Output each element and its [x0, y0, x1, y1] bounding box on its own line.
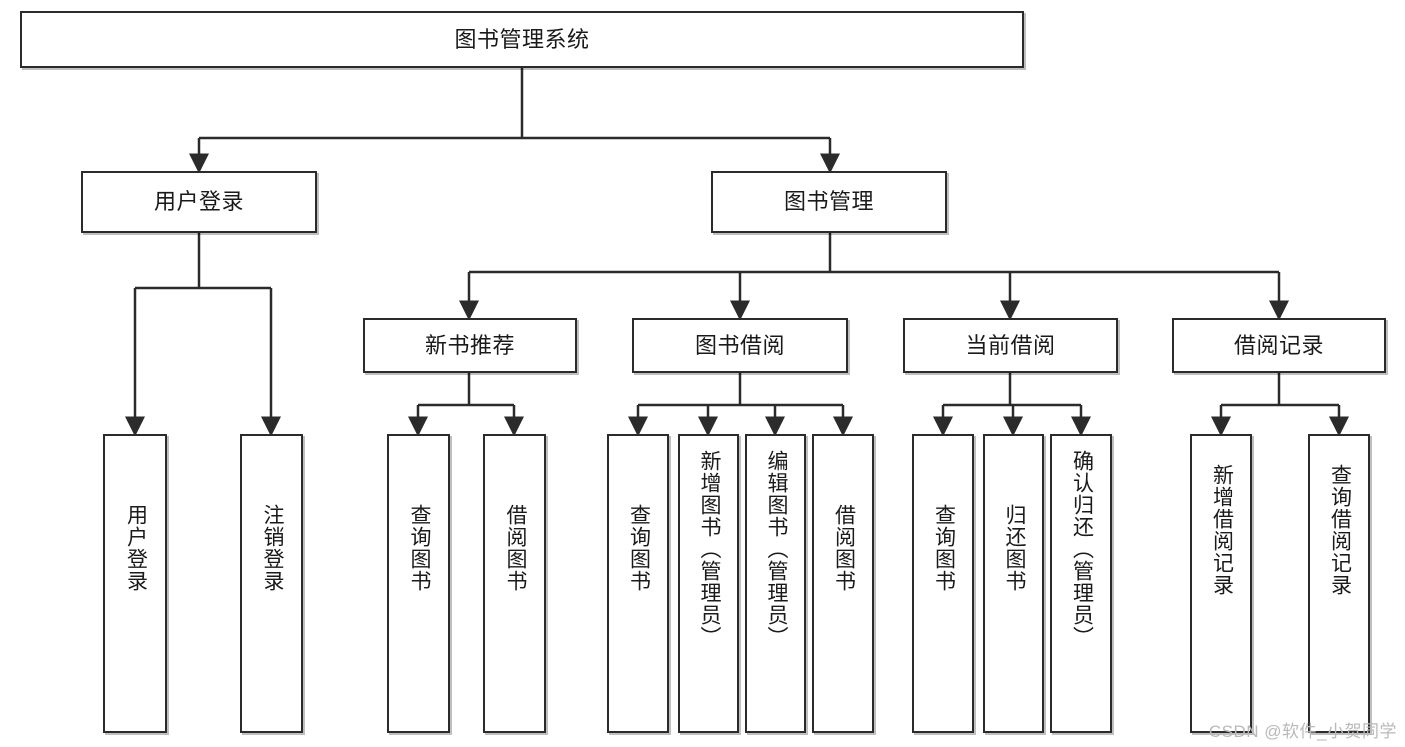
node-leaf-borrow-book-1-label: 借阅图书 [503, 504, 527, 592]
node-current-borrow[interactable]: 当前借阅 [903, 318, 1118, 373]
node-leaf-edit-book[interactable]: 编辑图书（管理员） [745, 434, 806, 733]
node-leaf-add-book[interactable]: 新增图书（管理员） [678, 434, 739, 733]
node-leaf-query-book-2[interactable]: 查询图书 [607, 434, 669, 733]
node-leaf-confirm-return[interactable]: 确认归还（管理员） [1050, 434, 1112, 733]
node-leaf-logout[interactable]: 注销登录 [240, 434, 303, 733]
node-leaf-query-book-3-label: 查询图书 [932, 504, 956, 592]
node-leaf-logout-label: 注销登录 [260, 504, 284, 592]
csdn-watermark: CSDN @软件_小贺同学 [1208, 722, 1397, 741]
node-leaf-return-book-label: 归还图书 [1002, 504, 1026, 592]
node-current-borrow-label: 当前借阅 [965, 332, 1056, 358]
node-new-book-recommend[interactable]: 新书推荐 [363, 318, 577, 373]
node-leaf-return-book[interactable]: 归还图书 [983, 434, 1044, 733]
node-leaf-confirm-return-label: 确认归还（管理员） [1070, 450, 1094, 648]
node-root-label: 图书管理系统 [454, 26, 590, 52]
node-leaf-query-book-3[interactable]: 查询图书 [912, 434, 974, 733]
node-book-manage[interactable]: 图书管理 [711, 171, 947, 233]
node-leaf-query-record-label: 查询借阅记录 [1328, 464, 1352, 596]
node-leaf-user-login-label: 用户登录 [124, 504, 148, 592]
node-leaf-query-book-1[interactable]: 查询图书 [387, 434, 450, 733]
node-leaf-borrow-book-1[interactable]: 借阅图书 [483, 434, 546, 733]
node-leaf-add-book-label: 新增图书（管理员） [697, 450, 721, 648]
node-leaf-add-record[interactable]: 新增借阅记录 [1190, 434, 1252, 733]
node-book-borrow-label: 图书借阅 [694, 332, 785, 358]
node-book-manage-label: 图书管理 [783, 189, 874, 215]
node-book-borrow[interactable]: 图书借阅 [632, 318, 848, 373]
node-new-book-recommend-label: 新书推荐 [424, 332, 515, 358]
node-leaf-borrow-book-2-label: 借阅图书 [832, 504, 856, 592]
node-leaf-edit-book-label: 编辑图书（管理员） [764, 450, 788, 648]
node-root[interactable]: 图书管理系统 [20, 11, 1024, 68]
node-leaf-query-book-2-label: 查询图书 [627, 504, 651, 592]
node-leaf-query-record[interactable]: 查询借阅记录 [1308, 434, 1370, 733]
node-leaf-query-book-1-label: 查询图书 [407, 504, 431, 592]
node-borrow-record-label: 借阅记录 [1233, 332, 1324, 358]
node-user-login[interactable]: 用户登录 [81, 171, 317, 233]
node-leaf-user-login[interactable]: 用户登录 [103, 434, 167, 733]
node-leaf-add-record-label: 新增借阅记录 [1210, 464, 1234, 596]
node-user-login-label: 用户登录 [153, 189, 244, 215]
node-borrow-record[interactable]: 借阅记录 [1172, 318, 1386, 373]
node-leaf-borrow-book-2[interactable]: 借阅图书 [812, 434, 874, 733]
